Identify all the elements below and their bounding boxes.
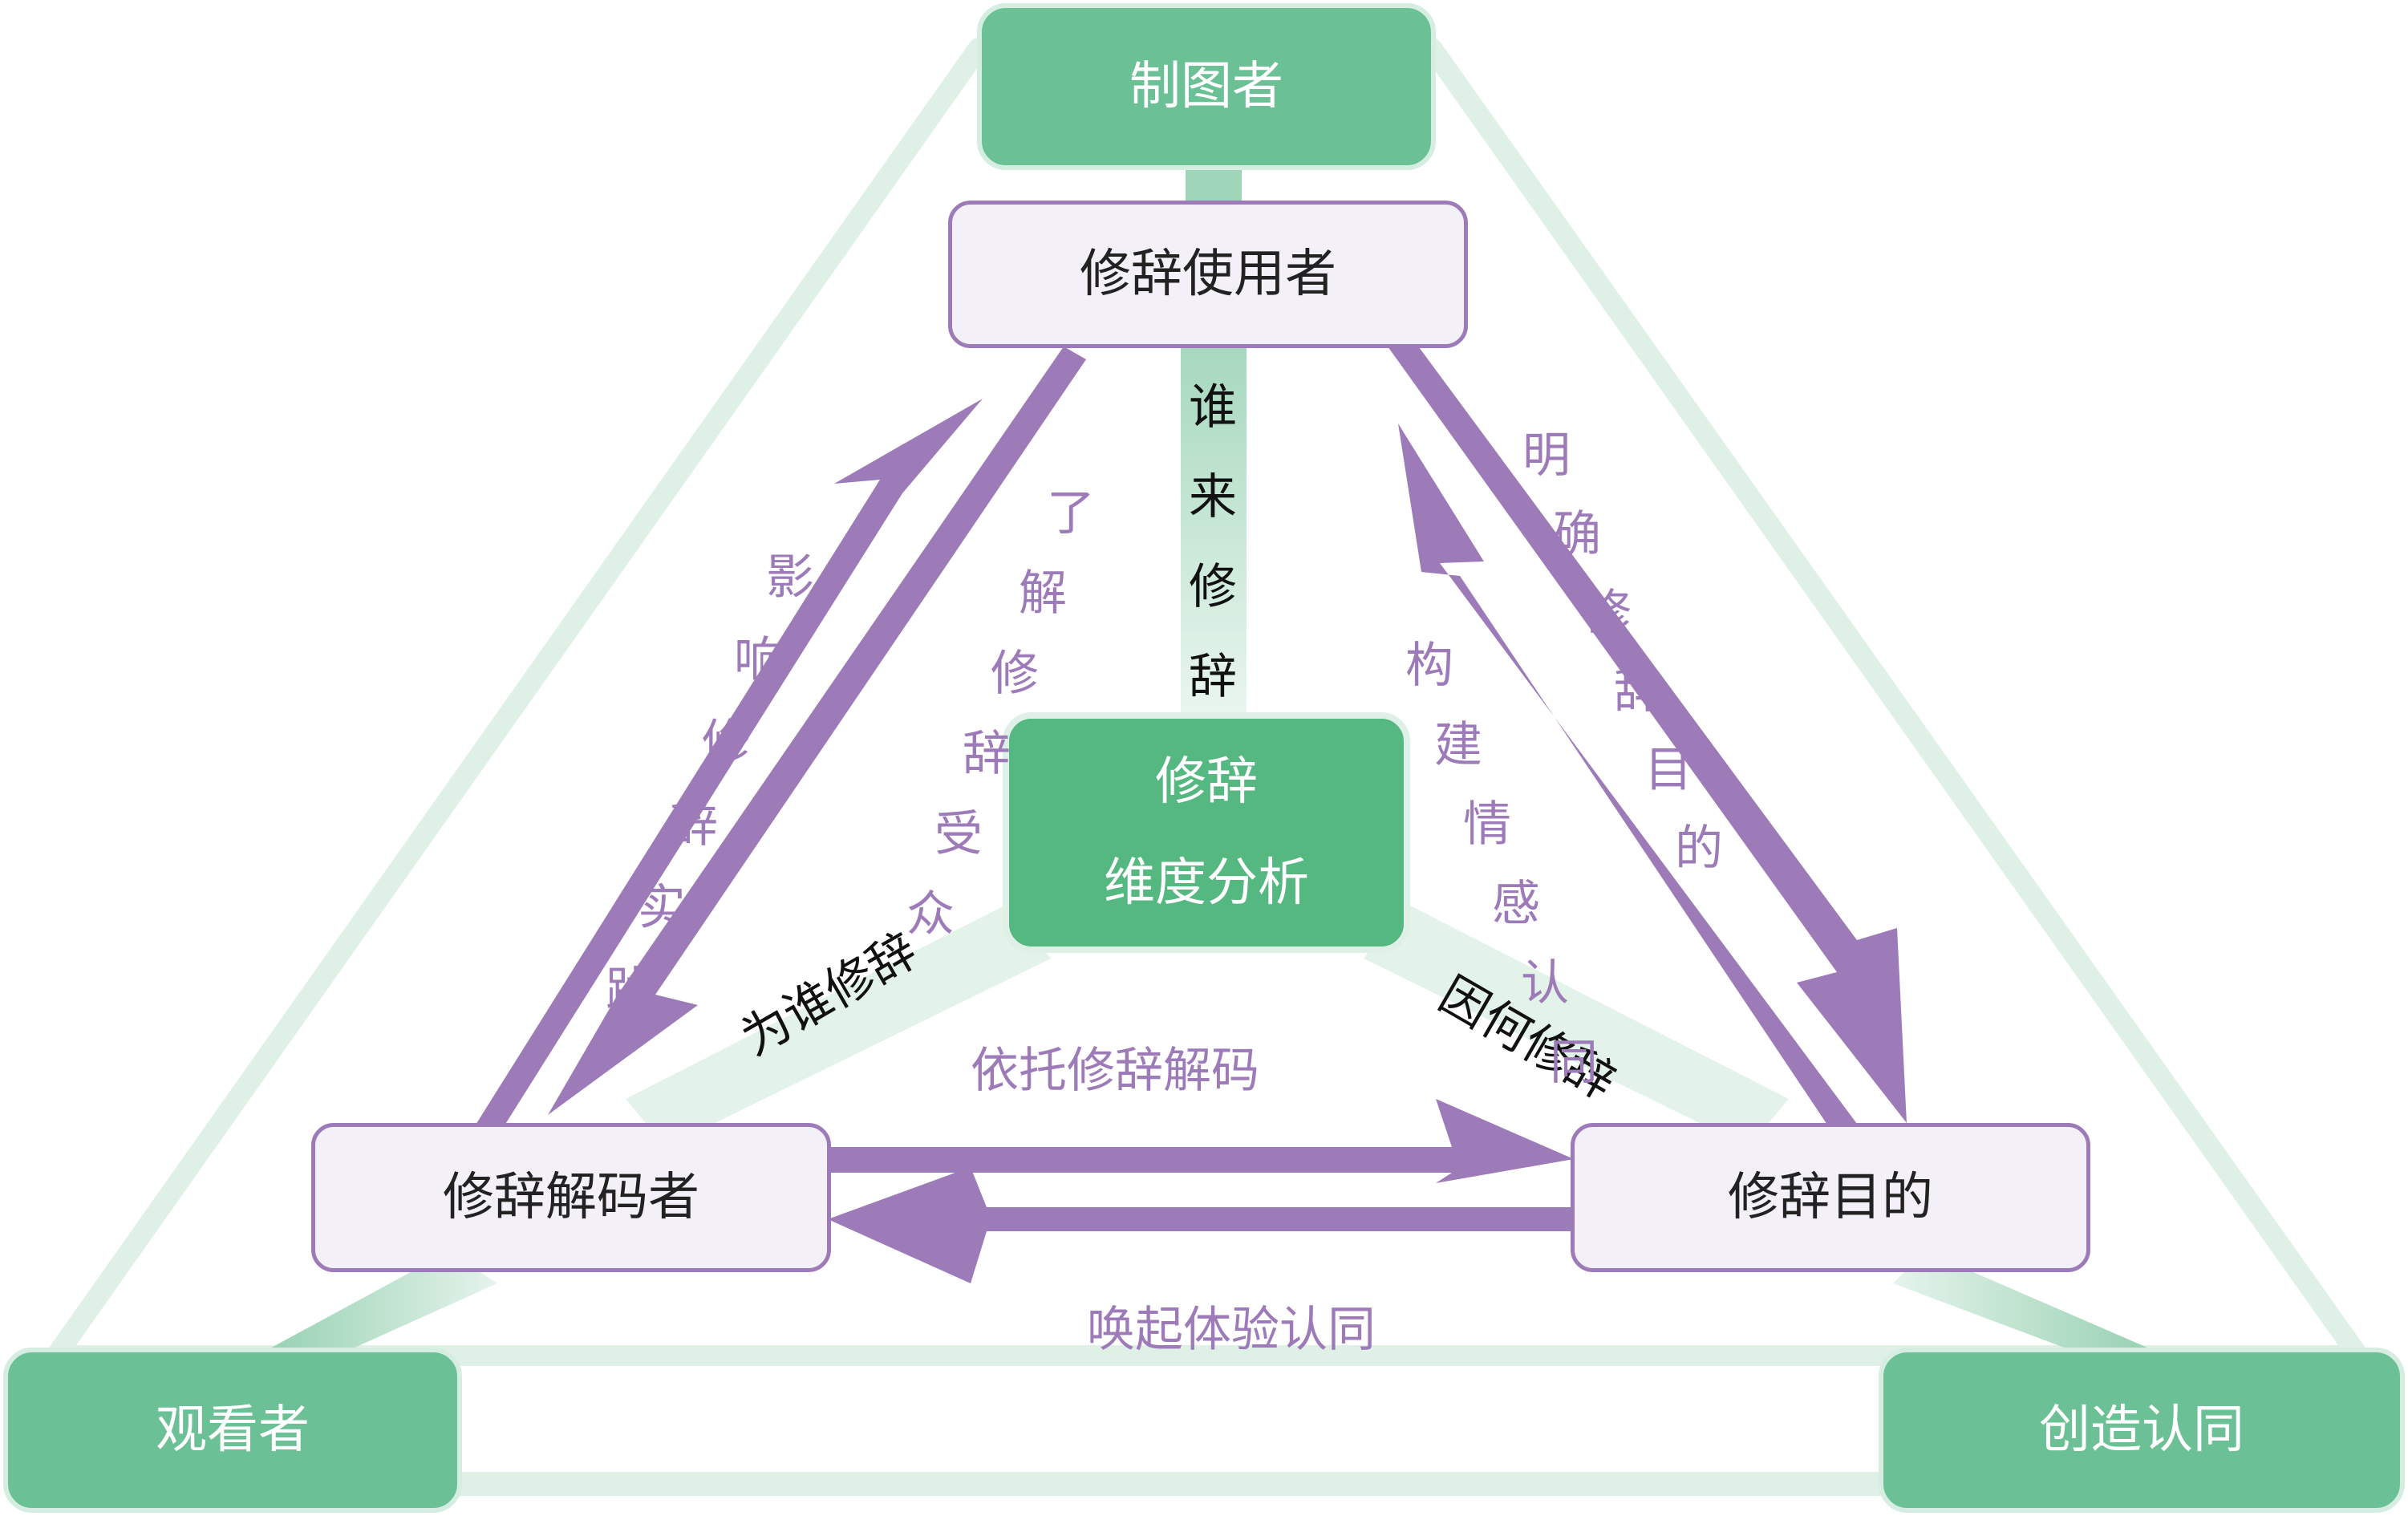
label-char: 辞	[963, 726, 1011, 782]
rhetoric-user-node: 修辞使用者	[948, 201, 1468, 348]
who-char: 辞	[1189, 649, 1237, 705]
rhetoric-decoder-node: 修辞解码者	[311, 1123, 831, 1272]
label-char: 构	[1405, 638, 1453, 694]
create-identity-label: 创造认同	[2039, 1400, 2244, 1460]
center-purpose-band	[1364, 902, 1789, 1147]
decoder-viewer-link	[257, 1251, 497, 1356]
label-char: 情	[1463, 797, 1511, 853]
rhetoric-purpose-label: 修辞目的	[1728, 1168, 1933, 1227]
arrow-influence-practice	[469, 399, 983, 1147]
who-rhetoric-label: 谁 来 修 辞	[1189, 363, 1237, 722]
label-char: 感	[1492, 876, 1540, 932]
label-char: 修	[991, 646, 1039, 702]
label-char: 建	[1434, 717, 1482, 773]
maker-user-connector	[1186, 167, 1242, 203]
viewer-node: 观看者	[3, 1348, 462, 1513]
label-char: 践	[606, 963, 654, 1019]
arrow-clarify-purpose	[1388, 335, 1907, 1123]
label-char: 了	[1047, 485, 1095, 541]
viewer-label: 观看者	[156, 1400, 310, 1460]
label-char: 辞	[670, 797, 718, 853]
rhetoric-purpose-node: 修辞目的	[1571, 1123, 2090, 1272]
label-char: 实	[638, 880, 686, 936]
label-char: 解	[1019, 565, 1067, 622]
arrow-build-emotion	[1398, 424, 1859, 1139]
center-label-line2: 维度分析	[1104, 853, 1309, 913]
decode-relay-label: 依托修辞解码	[971, 1043, 1259, 1099]
label-char: 同	[1550, 1035, 1598, 1091]
center-decoder-band	[626, 902, 1051, 1147]
who-rhetoric-band	[1181, 345, 1247, 714]
center-node: 修辞 维度分析	[1003, 712, 1410, 953]
rhetoric-decoder-label: 修辞解码者	[443, 1168, 699, 1227]
who-char: 谁	[1189, 379, 1237, 436]
arrow-decode-relay	[828, 1099, 1574, 1183]
who-char: 来	[1189, 469, 1237, 525]
purpose-create-link	[1893, 1251, 2166, 1356]
center-label-line1: 修辞	[1155, 752, 1258, 812]
arrow-evoke-experience	[828, 1167, 1574, 1283]
who-char: 修	[1189, 559, 1237, 615]
label-char: 影	[766, 549, 814, 606]
label-char: 的	[1675, 821, 1723, 877]
label-char: 受	[934, 806, 983, 862]
label-char: 众	[906, 886, 955, 942]
label-char: 认	[1521, 955, 1569, 1011]
label-char: 目	[1644, 742, 1692, 798]
label-char: 辞	[1614, 663, 1662, 719]
label-char: 确	[1553, 506, 1601, 562]
create-identity-node: 创造认同	[1879, 1348, 2405, 1513]
label-char: 修	[1583, 585, 1632, 641]
label-char: 明	[1522, 428, 1571, 484]
arrow-understand-audience	[548, 347, 1086, 1115]
label-char: 响	[734, 632, 782, 688]
maker-node: 制图者	[977, 3, 1436, 170]
label-char: 修	[702, 715, 750, 771]
evoke-experience-label: 唤起体验认同	[1087, 1302, 1376, 1358]
maker-label: 制图者	[1129, 57, 1283, 116]
rhetoric-user-label: 修辞使用者	[1080, 245, 1336, 304]
